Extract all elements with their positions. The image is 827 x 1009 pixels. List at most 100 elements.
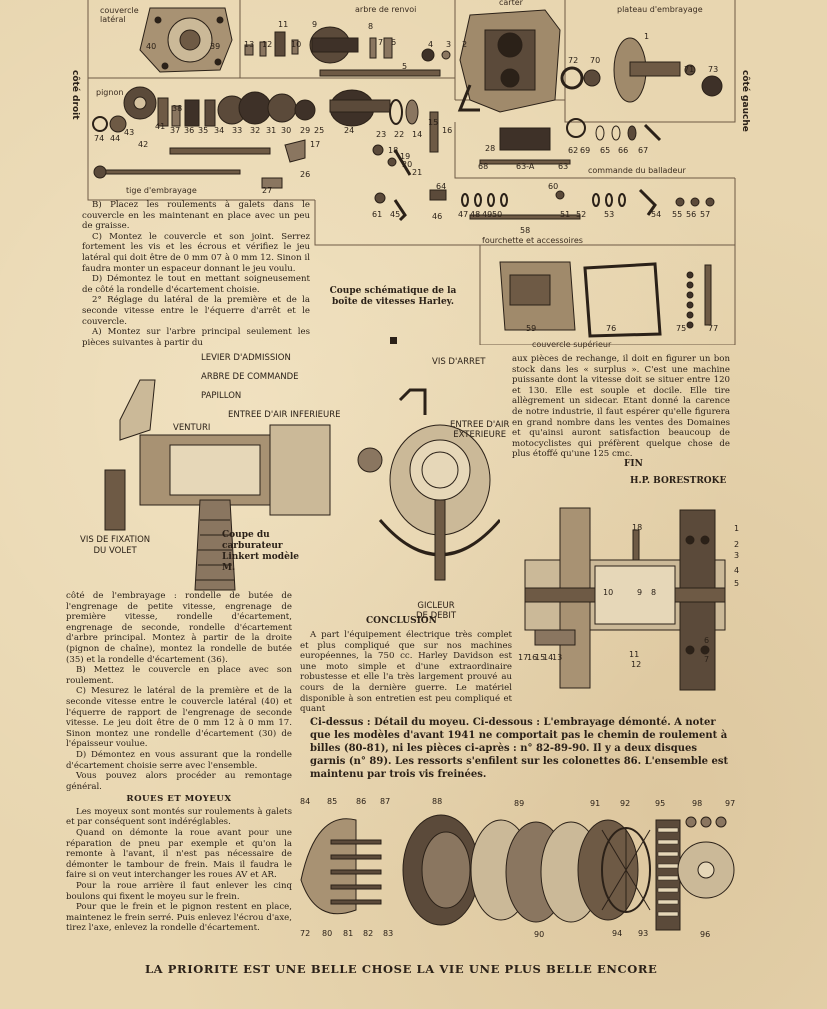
part-number-25: 25 (314, 126, 325, 135)
part-number-57: 57 (700, 210, 711, 219)
section-heading: ROUES ET MOYEUX (126, 794, 232, 805)
carb-label-vis-arret: VIS D'ARRET (432, 357, 486, 367)
clutch-exploded-diagram (300, 814, 735, 931)
hub-clutch-caption: Ci-dessus : Détail du moyeu. Ci-dessous … (310, 717, 729, 780)
part-number-19: 19 (400, 152, 411, 161)
section-mark (390, 337, 397, 344)
part-number-27: 27 (262, 186, 273, 195)
part-number-26: 26 (300, 170, 311, 179)
clutch-number-89: 89 (514, 799, 525, 808)
paragraph: C) Montez le couvercle et son joint. Ser… (82, 231, 310, 274)
section-label-carter: carter (499, 0, 523, 7)
part-number-17: 17 (310, 140, 321, 149)
part-number-13: 13 (244, 40, 255, 49)
part-number-71: 71 (684, 65, 695, 74)
carb-label-levier: LEVIER D'ADMISSION (201, 353, 291, 363)
section-label-pignon: pignon (96, 88, 124, 97)
part-number-66: 66 (618, 146, 629, 155)
part-number-52: 52 (576, 210, 587, 219)
part-number-31: 31 (266, 126, 277, 135)
paragraph: Pour que le frein et le pignon restent e… (66, 902, 292, 934)
conclusion-title: CONCLUSION (366, 616, 437, 626)
section-label-couvercle: couvercle latéral (100, 6, 139, 24)
paragraph: aux pièces de rechange, il doit en figur… (512, 354, 730, 460)
hub-diagram (524, 507, 726, 691)
carb-label-venturi: VENTURI (173, 423, 211, 433)
hub-number-14: 14 (543, 653, 554, 662)
part-number-60: 60 (548, 182, 559, 191)
part-number-39: 39 (210, 42, 221, 51)
part-number-41: 41 (155, 122, 166, 131)
part-number-46: 46 (432, 212, 443, 221)
part-number-58: 58 (520, 226, 531, 235)
part-number-50: 50 (492, 210, 503, 219)
paragraph: Quand on démonte la roue avant pour une … (66, 828, 292, 881)
hub-number-15: 15 (535, 653, 546, 662)
part-number-37: 37 (170, 126, 181, 135)
carb-label-arbre: ARBRE DE COMMANDE (201, 372, 299, 382)
paragraph: D) Démontez le tout en mettant soigneuse… (82, 274, 310, 295)
clutch-number-86: 86 (356, 797, 367, 806)
carb-label-vis-fix: VIS DE FIXATION DU VOLET (80, 535, 151, 556)
clutch-number-94: 94 (612, 929, 623, 938)
section-label-arbre: arbre de renvoi (355, 5, 417, 14)
clutch-number-83: 83 (383, 929, 394, 938)
part-number-64: 64 (436, 182, 447, 191)
part-number-67: 67 (638, 146, 649, 155)
hub-number-8: 8 (651, 588, 657, 597)
hub-number-10: 10 (603, 588, 614, 597)
part-number-21: 21 (412, 168, 423, 177)
part-number-28: 28 (485, 144, 496, 153)
paragraph: D) Démontez en vous assurant que la rond… (66, 749, 292, 771)
part-number-11: 11 (278, 20, 289, 29)
hub-number-5: 5 (734, 579, 740, 588)
clutch-number-72: 72 (300, 929, 311, 938)
text-col2: aux pièces de rechange, il doit en figur… (512, 354, 730, 460)
part-number-51: 51 (560, 210, 571, 219)
part-number-72: 72 (568, 56, 579, 65)
hub-number-9: 9 (637, 588, 643, 597)
part-number-7: 7 (378, 38, 384, 47)
part-number-73: 73 (708, 65, 719, 74)
section-label-tige: tige d'embrayage (126, 186, 197, 195)
hub-number-3: 3 (734, 551, 740, 560)
part-number-20: 20 (402, 160, 413, 169)
part-number-38: 38 (172, 104, 183, 113)
carb-label-entree-ext: ENTREE D'AIR EXTERIEURE (450, 420, 510, 440)
part-number-47: 47 (458, 210, 469, 219)
paragraph: 2° Réglage du latéral de la première et … (82, 295, 310, 327)
carb-label-gicleur: GICLEUR DE DEBIT (416, 601, 457, 621)
paragraph: A part l'équipement électrique très comp… (300, 630, 512, 715)
part-number-45: 45 (390, 210, 401, 219)
hub-number-1: 1 (734, 524, 740, 533)
part-number-1: 1 (644, 32, 650, 41)
paragraph: A) Montez sur l'arbre principal seulemen… (82, 327, 310, 348)
author-label: H.P. BORESTROKE (630, 476, 727, 486)
part-number-44: 44 (110, 134, 121, 143)
paragraph: côté de l'embrayage : rondelle de butée … (66, 591, 292, 665)
part-number-40: 40 (146, 42, 157, 51)
paragraph: B) Mettez le couvercle en place avec son… (66, 665, 292, 686)
carb-caption: Coupe du carburateur Linkert modèle M. (222, 530, 299, 573)
part-number-75: 75 (676, 324, 687, 333)
paragraph: B) Placez les roulements à galets dans l… (82, 200, 310, 232)
part-number-15: 15 (428, 118, 439, 127)
part-number-3: 3 (446, 40, 452, 49)
clutch-number-84: 84 (300, 797, 311, 806)
part-number-32: 32 (250, 126, 261, 135)
clutch-number-98: 98 (692, 799, 703, 808)
text-col1-top: B) Placez les roulements à galets dans l… (82, 200, 310, 348)
clutch-number-91: 91 (590, 799, 601, 808)
part-number-5: 5 (402, 62, 408, 71)
part-number-35: 35 (198, 126, 209, 135)
part-number-4: 4 (428, 40, 434, 49)
part-number-49: 49 (482, 210, 493, 219)
part-number-76: 76 (606, 324, 617, 333)
part-number-18: 18 (388, 146, 399, 155)
clutch-number-97: 97 (725, 799, 736, 808)
section-label-plateau: plateau d'embrayage (617, 5, 703, 14)
part-number-63-a: 63-A (516, 162, 535, 171)
part-number-10: 10 (291, 40, 302, 49)
side-label-right: côté droit (70, 70, 80, 120)
